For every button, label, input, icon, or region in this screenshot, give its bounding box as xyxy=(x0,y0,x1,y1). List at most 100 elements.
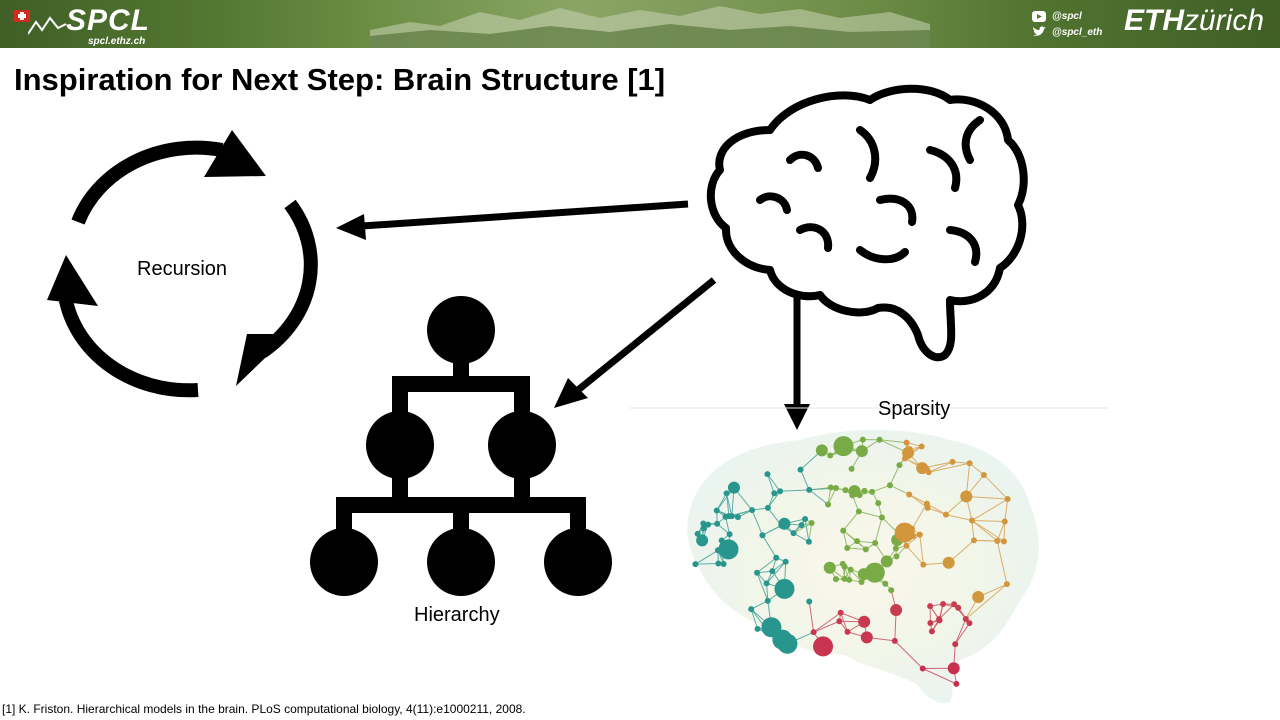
network-node xyxy=(813,636,833,656)
network-node xyxy=(906,491,912,497)
network-node xyxy=(1004,581,1010,587)
network-node xyxy=(773,555,779,561)
brain-outline-icon xyxy=(711,89,1024,358)
network-node xyxy=(892,638,898,644)
network-node xyxy=(765,505,771,511)
network-node xyxy=(849,492,855,498)
network-node xyxy=(920,665,926,671)
network-node xyxy=(943,512,949,518)
network-node xyxy=(806,539,812,545)
network-node xyxy=(778,518,790,530)
network-node xyxy=(861,631,873,643)
network-node xyxy=(858,568,870,580)
network-node xyxy=(769,568,775,574)
network-node xyxy=(936,616,942,622)
network-node xyxy=(754,570,760,576)
network-node xyxy=(848,567,854,573)
network-node xyxy=(856,445,868,457)
network-node xyxy=(833,485,839,491)
network-node xyxy=(791,530,797,536)
network-node xyxy=(903,543,909,549)
network-node xyxy=(827,453,833,459)
network-node xyxy=(926,469,932,475)
network-node xyxy=(721,561,727,567)
network-node xyxy=(953,681,959,687)
network-node xyxy=(838,610,844,616)
network-node xyxy=(890,604,902,616)
network-node xyxy=(715,547,721,553)
network-node xyxy=(724,490,730,496)
network-node xyxy=(863,546,869,552)
network-node xyxy=(1001,538,1007,544)
network-node xyxy=(854,538,860,544)
network-brain-image xyxy=(687,430,1038,703)
network-node xyxy=(925,505,931,511)
network-node xyxy=(825,501,831,507)
network-node xyxy=(824,562,836,574)
hierarchy-tree-icon xyxy=(310,296,612,596)
network-node xyxy=(764,580,770,586)
network-node xyxy=(994,538,1000,544)
network-node xyxy=(888,587,894,593)
network-node xyxy=(783,559,789,565)
network-node xyxy=(887,482,893,488)
network-node xyxy=(695,531,701,537)
network-node xyxy=(692,561,698,567)
network-node xyxy=(799,522,805,528)
network-node xyxy=(910,533,916,539)
network-node xyxy=(981,472,987,478)
sparsity-label: Sparsity xyxy=(878,398,950,421)
network-node xyxy=(920,562,926,568)
network-node xyxy=(949,459,955,465)
network-edge xyxy=(974,540,997,541)
network-node xyxy=(845,629,851,635)
network-node xyxy=(759,532,765,538)
network-node xyxy=(806,599,812,605)
arrow-to-hierarchy xyxy=(554,280,714,408)
network-node xyxy=(798,467,804,473)
network-node xyxy=(963,616,969,622)
network-node xyxy=(952,641,958,647)
network-edge xyxy=(695,564,718,565)
network-node xyxy=(771,490,777,496)
network-node xyxy=(857,492,863,498)
network-node xyxy=(879,515,885,521)
network-node xyxy=(749,507,755,513)
network-node xyxy=(714,521,720,527)
network-node xyxy=(849,466,855,472)
footnote-citation: [1] K. Friston. Hierarchical models in t… xyxy=(2,702,526,716)
network-node xyxy=(715,561,721,567)
network-node xyxy=(833,436,853,456)
network-node xyxy=(842,487,848,493)
network-node xyxy=(943,557,955,569)
network-node xyxy=(828,485,834,491)
network-node xyxy=(969,518,975,524)
network-node xyxy=(919,443,925,449)
network-node xyxy=(764,471,770,477)
network-node xyxy=(748,606,754,612)
network-node xyxy=(929,628,935,634)
network-node xyxy=(875,500,881,506)
network-node xyxy=(917,532,923,538)
hierarchy-label: Hierarchy xyxy=(414,604,500,627)
network-node xyxy=(841,446,847,452)
network-node xyxy=(729,513,735,519)
network-node xyxy=(840,528,846,534)
network-node xyxy=(842,576,848,582)
network-node xyxy=(777,488,783,494)
network-node xyxy=(802,516,808,522)
network-node xyxy=(902,455,908,461)
network-node xyxy=(882,581,888,587)
network-node xyxy=(735,514,741,520)
network-node xyxy=(816,444,828,456)
network-node xyxy=(774,579,794,599)
network-node xyxy=(951,601,957,607)
network-node xyxy=(909,526,915,532)
network-node xyxy=(893,546,899,552)
network-node xyxy=(927,620,933,626)
recursion-label: Recursion xyxy=(137,258,227,281)
network-node xyxy=(761,617,781,637)
network-node xyxy=(719,538,725,544)
network-node xyxy=(765,598,771,604)
